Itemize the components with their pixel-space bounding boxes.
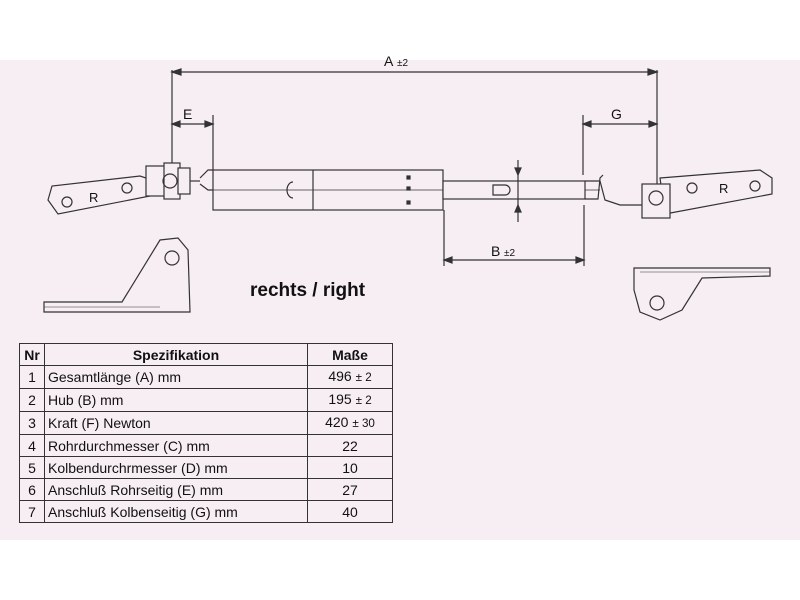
row-value: 195 ± 2 (307, 388, 393, 412)
table-row: 4 Rohrdurchmesser (C) mm 22 (19, 434, 393, 457)
row-value: 496 ± 2 (307, 365, 393, 389)
label-e: E (183, 106, 192, 122)
specification-table: Nr Spezifikation Maße 1 Gesamtlänge (A) … (19, 343, 393, 523)
right-side-view (633, 267, 771, 321)
row-nr: 5 (19, 456, 45, 479)
row-value: 40 (307, 500, 393, 523)
piston-rod (442, 160, 586, 222)
label-a: A (384, 53, 394, 69)
row-value: 420 ± 30 (307, 411, 393, 435)
table-row: 3 Kraft (F) Newton 420 ± 30 (19, 411, 393, 435)
table-row: 1 Gesamtlänge (A) mm 496 ± 2 (19, 365, 393, 389)
row-value: 27 (307, 478, 393, 501)
row-spec: Anschluß Rohrseitig (E) mm (44, 478, 308, 501)
header-spezifikation: Spezifikation (44, 343, 308, 366)
row-spec: Gesamtlänge (A) mm (44, 365, 308, 389)
row-value: 10 (307, 456, 393, 479)
row-spec: Hub (B) mm (44, 388, 308, 412)
dimension-a (170, 68, 659, 185)
row-spec: Rohrdurchmesser (C) mm (44, 434, 308, 457)
label-a-tolerance: ±2 (397, 58, 408, 69)
row-spec: Kraft (F) Newton (44, 411, 308, 435)
table-row: 2 Hub (B) mm 195 ± 2 (19, 388, 393, 412)
table-header-row: Nr Spezifikation Maße (19, 343, 393, 366)
cylinder-tube (212, 169, 600, 211)
row-value: 22 (307, 434, 393, 457)
row-nr: 7 (19, 500, 45, 523)
left-bracket (47, 162, 213, 215)
row-nr: 4 (19, 434, 45, 457)
dimension-b (442, 205, 586, 266)
label-b: B (491, 243, 500, 259)
row-nr: 6 (19, 478, 45, 501)
table-row: 7 Anschluß Kolbenseitig (G) mm 40 (19, 500, 393, 523)
left-side-view (43, 237, 191, 313)
row-spec: Anschluß Kolbenseitig (G) mm (44, 500, 308, 523)
table-row: 6 Anschluß Rohrseitig (E) mm 27 (19, 478, 393, 501)
header-nr: Nr (19, 343, 45, 366)
label-g: G (611, 106, 622, 122)
header-masse: Maße (307, 343, 393, 366)
left-bracket-label: R (89, 190, 98, 205)
row-spec: Kolbendurchrmesser (D) mm (44, 456, 308, 479)
label-b-tolerance: ±2 (504, 248, 515, 259)
dimension-g (581, 115, 659, 175)
right-bracket-label: R (719, 181, 728, 196)
orientation-caption: rechts / right (250, 280, 366, 301)
row-nr: 2 (19, 388, 45, 412)
table-row: 5 Kolbendurchrmesser (D) mm 10 (19, 456, 393, 479)
row-nr: 3 (19, 411, 45, 435)
right-bracket (585, 169, 773, 219)
row-nr: 1 (19, 365, 45, 389)
dimension-e (170, 115, 215, 170)
